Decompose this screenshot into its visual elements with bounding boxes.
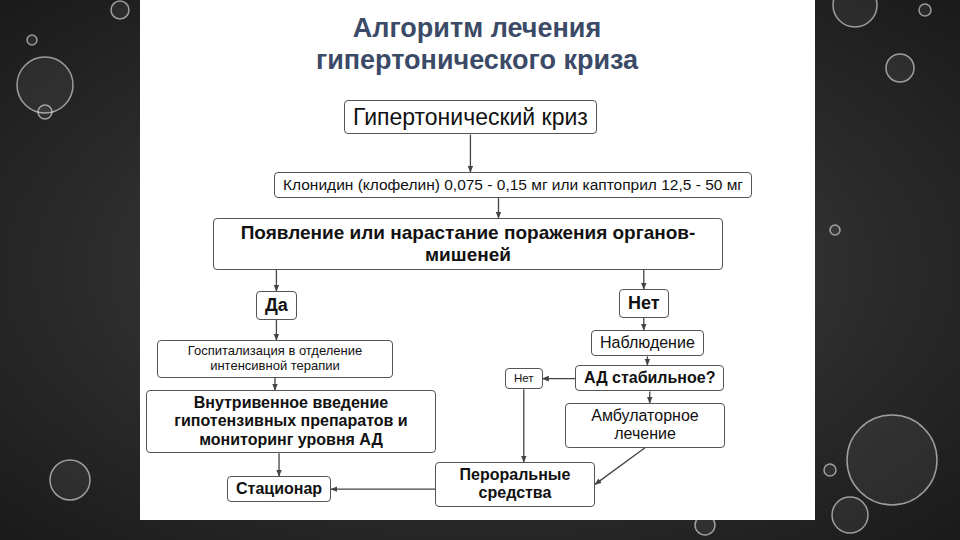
- process-box: Стационар: [227, 476, 331, 502]
- node-text: Стационар: [236, 480, 322, 498]
- flow-arrow: [498, 198, 499, 218]
- flow-arrow: [276, 320, 277, 340]
- node-text: Нет: [514, 372, 534, 385]
- drug-box: Клонидин (клофелин) 0,075 - 0,15 мг или …: [274, 172, 752, 198]
- flow-arrow: [274, 378, 275, 390]
- flow-arrow: [643, 270, 644, 289]
- node-text: Наблюдение: [600, 334, 695, 352]
- node-text: Появление или нарастание поражения орган…: [222, 222, 714, 266]
- decision-box: Появление или нарастание поражения орган…: [213, 218, 723, 270]
- flow-arrow: [523, 389, 524, 462]
- node-text: Госпитализация в отделение интенсивной т…: [166, 344, 384, 374]
- node-text: Внутривенное введение гипотензивных преп…: [155, 394, 427, 449]
- diagram-title: Алгоритм лечения гипертонического криза: [267, 12, 687, 77]
- flow-arrow: [470, 134, 471, 172]
- process-box: Госпитализация в отделение интенсивной т…: [157, 340, 393, 378]
- node-text: Гипертонический криз: [353, 104, 588, 130]
- node-text: Клонидин (клофелин) 0,075 - 0,15 мг или …: [283, 176, 743, 194]
- flow-arrow: [331, 489, 435, 490]
- process-box: Амбулаторное лечение: [565, 403, 725, 448]
- flow-arrow: [649, 391, 650, 403]
- answer-box: Да: [256, 291, 297, 320]
- node-text: Пероральные средства: [444, 466, 586, 503]
- flow-arrow: [643, 318, 644, 330]
- flow-arrow: [278, 453, 279, 476]
- node-text: АД стабильное?: [584, 369, 715, 387]
- node-text: Да: [265, 295, 288, 316]
- flow-arrow: [595, 448, 645, 485]
- flow-arrow: [276, 270, 277, 291]
- process-box: Наблюдение: [591, 330, 704, 356]
- flow-arrow: [647, 356, 648, 365]
- node-text: Нет: [628, 293, 660, 314]
- answer-box: Нет: [505, 368, 543, 389]
- start-box: Гипертонический криз: [344, 100, 597, 134]
- process-box: Внутривенное введение гипотензивных преп…: [146, 390, 436, 453]
- process-box: Пероральные средства: [435, 462, 595, 507]
- decision-box: АД стабильное?: [575, 365, 724, 391]
- node-text: Амбулаторное лечение: [574, 407, 716, 444]
- flow-arrow: [543, 378, 575, 379]
- answer-box: Нет: [619, 289, 669, 318]
